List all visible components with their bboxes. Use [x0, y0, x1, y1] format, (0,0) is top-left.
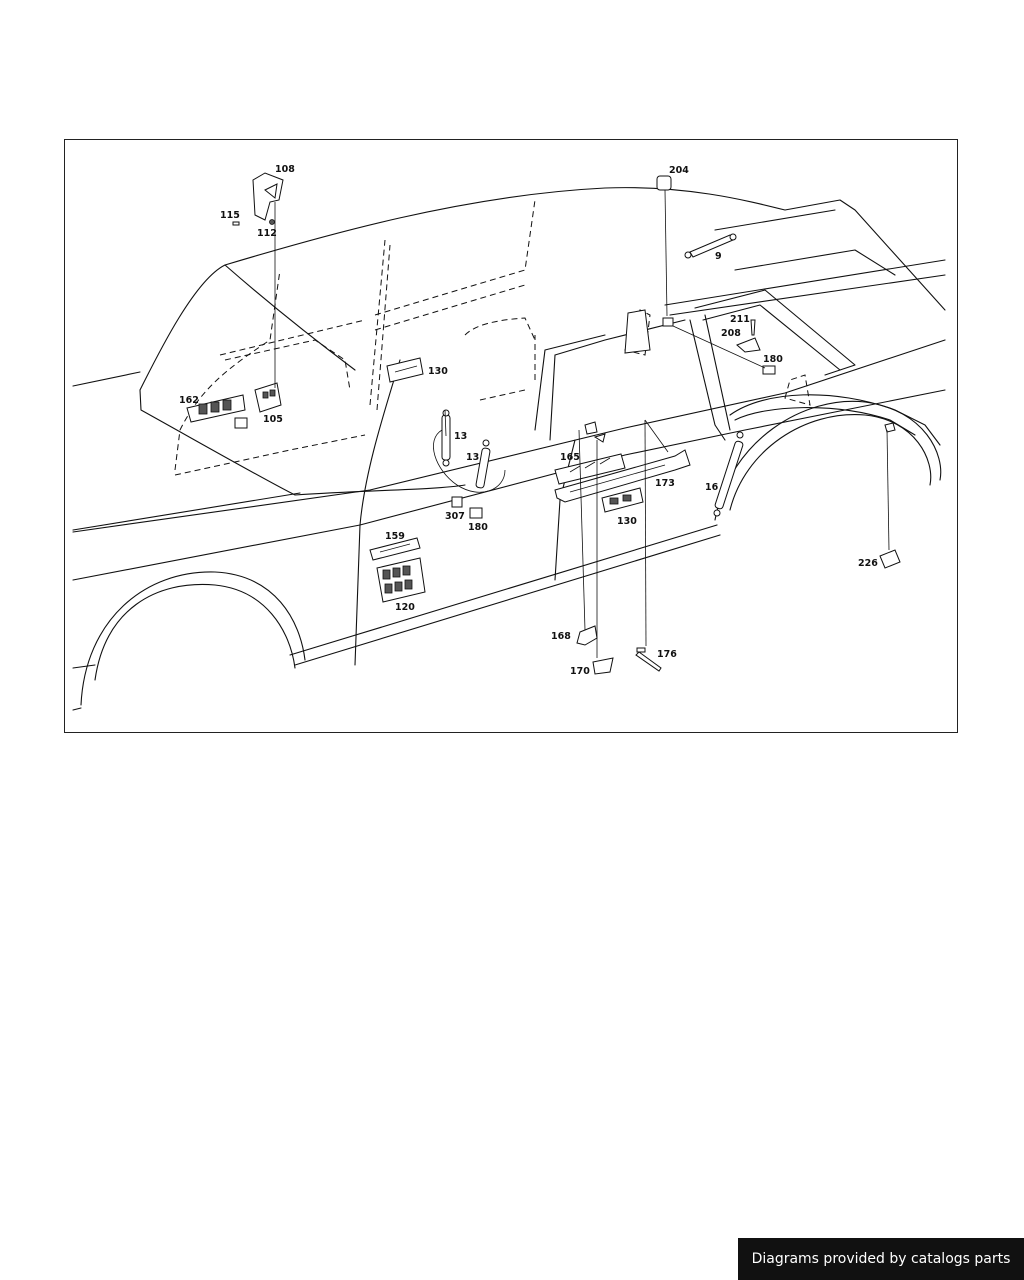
- part-307-connector: [451, 496, 463, 508]
- part-176-bolt: [635, 647, 662, 672]
- part-162-small-block: [234, 417, 248, 429]
- part-226-hole: [884, 422, 896, 433]
- part-180-connector-b: [469, 507, 483, 519]
- footer-attribution-badge: Diagrams provided by catalogs parts: [738, 1238, 1024, 1280]
- callout-130-upper: 130: [428, 366, 448, 377]
- callout-159: 159: [385, 531, 405, 542]
- part-180-block-a: [762, 365, 776, 375]
- part-165-small-clip: [584, 421, 598, 435]
- callout-204: 204: [669, 165, 689, 176]
- callout-208: 208: [721, 328, 741, 339]
- callout-180-top: 180: [763, 354, 783, 365]
- part-16-rear-strut: [713, 431, 744, 517]
- callout-307: 307: [445, 511, 465, 522]
- callout-105: 105: [263, 414, 283, 425]
- part-cone-cover: [624, 309, 651, 354]
- callout-176: 176: [657, 649, 677, 660]
- part-165-tab: [593, 433, 606, 443]
- callout-9: 9: [715, 251, 722, 262]
- callout-165: 165: [560, 452, 580, 463]
- part-13-strut-right: [475, 439, 491, 489]
- part-168-bracket: [576, 625, 598, 646]
- callout-13-left: 13: [454, 431, 467, 442]
- callout-120: 120: [395, 602, 415, 613]
- callout-162: 162: [179, 395, 199, 406]
- callout-168: 168: [551, 631, 571, 642]
- parts-diagram-frame: 108 115 112 204 9 211 208 180 162 105 13…: [64, 139, 958, 733]
- rear-trim-strip: [729, 394, 941, 446]
- callout-173: 173: [655, 478, 675, 489]
- car-body-outline: [72, 187, 946, 711]
- part-170-plate: [592, 657, 614, 675]
- part-204-cap: [656, 175, 672, 191]
- callout-16: 16: [705, 482, 719, 493]
- car-parts-exploded-diagram: 108 115 112 204 9 211 208 180 162 105 13…: [72, 164, 946, 711]
- part-159-trim-strip: [369, 537, 421, 561]
- part-115-pin: [232, 221, 240, 226]
- callout-130-lower: 130: [617, 516, 637, 527]
- part-105-switch: [254, 382, 282, 413]
- leader-lines: [274, 189, 890, 658]
- part-165-switch-trim: [554, 453, 626, 485]
- interior-dashed-outline: [174, 199, 811, 476]
- callout-112: 112: [257, 228, 277, 239]
- callout-115: 115: [220, 210, 240, 221]
- callout-108: 108: [275, 164, 295, 175]
- part-112-clip: [269, 219, 275, 225]
- part-108-bracket: [252, 172, 284, 221]
- callout-211: 211: [730, 314, 750, 325]
- part-173-door-handle: [554, 449, 691, 503]
- part-162-switch-panel: [186, 394, 246, 423]
- part-120-switch-block: [376, 557, 426, 603]
- callout-226: 226: [858, 558, 878, 569]
- callout-180-mid: 180: [468, 522, 488, 533]
- part-211-screw: [750, 319, 756, 336]
- callout-13-right: 13: [466, 452, 479, 463]
- part-9-damper: [684, 233, 737, 259]
- part-226-grommet: [879, 549, 901, 569]
- part-208-clamp: [736, 337, 761, 353]
- part-130-switch-upper: [386, 357, 424, 383]
- part-130-switch-lower: [601, 487, 644, 513]
- part-13-strut-left: [441, 409, 451, 467]
- callout-170: 170: [570, 666, 590, 677]
- wire-harness: [433, 429, 506, 493]
- part-180-connector-top: [662, 317, 674, 327]
